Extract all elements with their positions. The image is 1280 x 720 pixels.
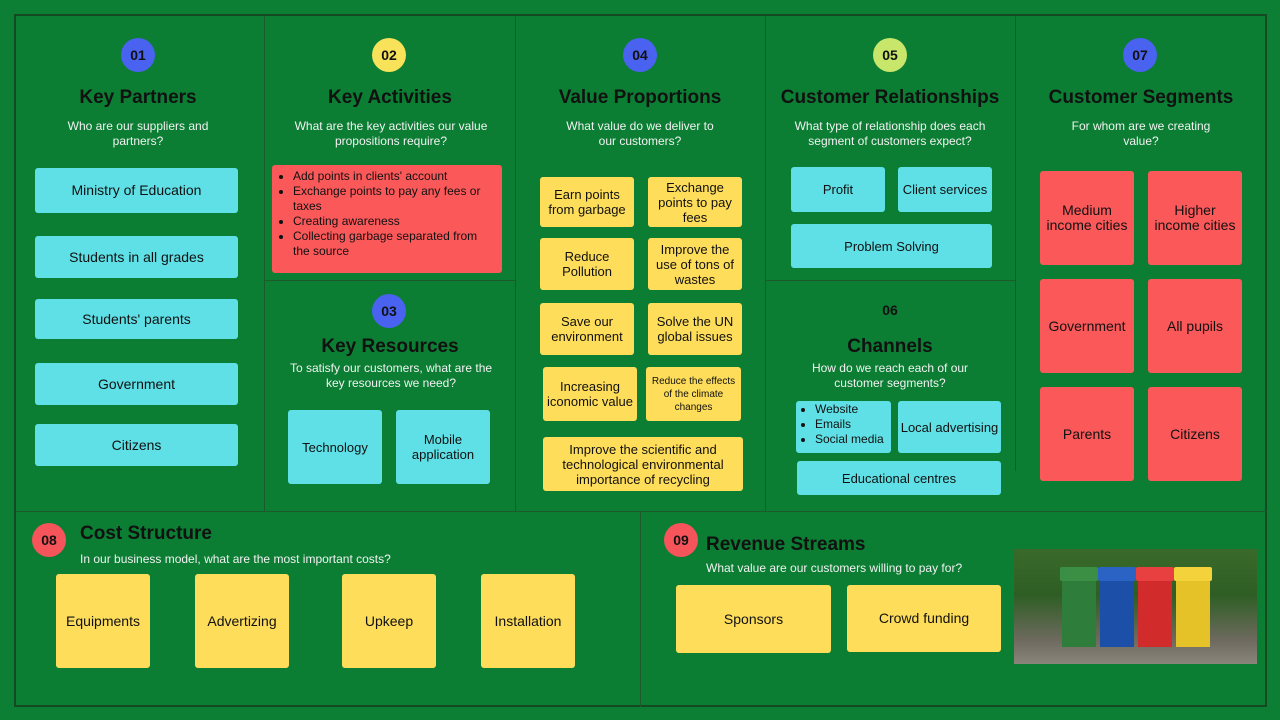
sticky-note: Reduce the effects of the climate change… [646, 367, 741, 421]
divider [1015, 16, 1016, 471]
divider [765, 280, 1015, 281]
sticky-note: Government [35, 363, 238, 405]
section-title: Key Resources [321, 336, 459, 357]
sticky-note: All pupils [1148, 279, 1242, 373]
section-question: Who are our suppliers and partners? [67, 119, 209, 148]
section-number-badge: 09 [664, 523, 698, 557]
blue-bin [1098, 567, 1136, 647]
section-question: What type of relationship does each segm… [794, 119, 986, 148]
sticky-note: Client services [898, 167, 992, 212]
list-item: Social media [815, 432, 885, 447]
sticky-note: Solve the UN global issues [648, 303, 742, 355]
sticky-note: Exchange points to pay fees [648, 177, 742, 227]
section-title: Revenue Streams [706, 534, 866, 555]
sticky-note: Reduce Pollution [540, 238, 634, 290]
sticky-note: Government [1040, 279, 1134, 373]
sticky-note: Improve the scientific and technological… [543, 437, 743, 491]
sticky-note: Ministry of Education [35, 168, 238, 213]
sticky-note: Technology [288, 410, 382, 484]
list-item: Emails [815, 417, 885, 432]
section-number-badge: 04 [623, 38, 657, 72]
section-number: 06 [882, 302, 898, 318]
section-title: Key Partners [79, 87, 197, 108]
section-question: What value are our customers willing to … [706, 561, 963, 575]
sticky-note: Increasing iconomic value [543, 367, 637, 421]
sticky-note: Save our environment [540, 303, 634, 355]
section-question: To satisfy our customers, what are the k… [289, 361, 493, 390]
section-title: Cost Structure [80, 523, 212, 544]
sticky-note: Educational centres [797, 461, 1001, 495]
section-title: Customer Relationships [780, 87, 1000, 108]
sticky-note: Improve the use of tons of wastes [648, 238, 742, 290]
sticky-note: Profit [791, 167, 885, 212]
sticky-note: Citizens [35, 424, 238, 466]
divider [515, 16, 516, 511]
sticky-note: Students' parents [35, 299, 238, 339]
divider [264, 280, 515, 281]
section-question: How do we reach each of our customer seg… [811, 361, 969, 390]
sticky-note: Medium income cities [1040, 171, 1134, 265]
section-number-badge: 02 [372, 38, 406, 72]
section-number-badge: 01 [121, 38, 155, 72]
section-question: In our business model, what are the most… [80, 552, 391, 566]
sticky-note: Upkeep [342, 574, 436, 668]
sticky-note: Mobile application [396, 410, 490, 484]
section-question: For whom are we creating value? [1071, 119, 1211, 148]
yellow-bin [1174, 567, 1212, 647]
list-item: Website [815, 402, 885, 417]
section-question: What are the key activities our value pr… [294, 119, 488, 148]
divider [264, 16, 265, 511]
sticky-note: Higher income cities [1148, 171, 1242, 265]
list-item: Exchange points to pay any fees or taxes [293, 184, 494, 214]
section-number-badge: 07 [1123, 38, 1157, 72]
divider [765, 16, 766, 511]
section-title: Key Activities [328, 87, 452, 108]
green-bin [1060, 567, 1098, 647]
section-title: Customer Segments [1048, 87, 1234, 108]
section-number-badge: 08 [32, 523, 66, 557]
sticky-note: Citizens [1148, 387, 1242, 481]
section-number-badge: 05 [873, 38, 907, 72]
sticky-note: Problem Solving [791, 224, 992, 268]
sticky-note: Equipments [56, 574, 150, 668]
sticky-note: Sponsors [676, 585, 831, 653]
sticky-note: Students in all grades [35, 236, 238, 278]
recycling-bins-photo [1014, 549, 1257, 664]
section-question: What value do we deliver to our customer… [566, 119, 714, 148]
list-item: Creating awareness [293, 214, 494, 229]
sticky-note: Advertizing [195, 574, 289, 668]
section-title: Channels [847, 336, 933, 357]
section-title: Value Proportions [558, 87, 722, 108]
list-item: Add points in clients' account [293, 169, 494, 184]
section-number-badge: 03 [372, 294, 406, 328]
sticky-note: Earn points from garbage [540, 177, 634, 227]
sticky-note: Installation [481, 574, 575, 668]
divider [16, 511, 1266, 512]
list-item: Collecting garbage separated from the so… [293, 229, 494, 259]
sticky-note: Local advertising [898, 401, 1001, 453]
activities-note: Add points in clients' account Exchange … [272, 165, 502, 273]
red-bin [1136, 567, 1174, 647]
sticky-note: Parents [1040, 387, 1134, 481]
divider [640, 511, 641, 707]
sticky-note: Crowd funding [847, 585, 1001, 652]
channels-list-note: Website Emails Social media [796, 401, 891, 453]
